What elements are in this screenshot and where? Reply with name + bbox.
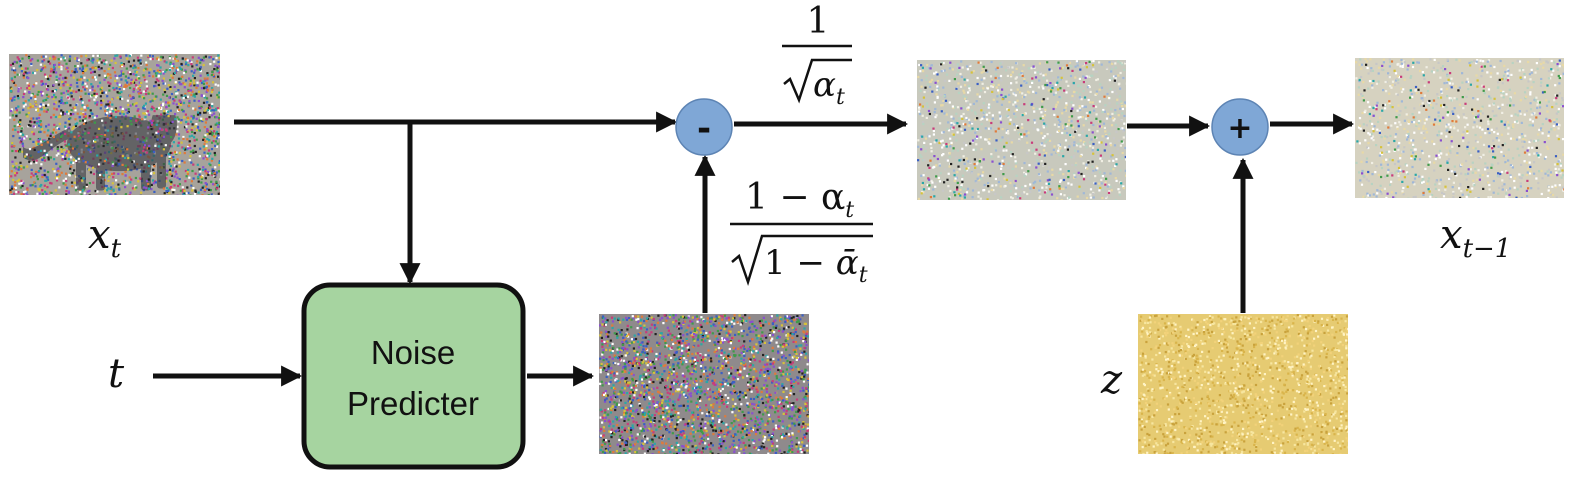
- label-x-t-minus-1: xt−1: [1440, 212, 1511, 264]
- formula-scale-alpha: αt: [813, 65, 845, 110]
- random-noise-z-image: [1138, 314, 1348, 454]
- noisy-input-image: [9, 54, 220, 195]
- plus-operator: +: [1211, 98, 1269, 156]
- formula-noise-coefficient: 1 − αt 1 − ᾱt: [730, 177, 873, 288]
- formula-scale-factor: 1 αt: [782, 1, 852, 110]
- label-x-t: xt: [88, 212, 122, 264]
- noise-predicter-label-line1: Noise: [371, 334, 455, 371]
- predicted-noise-image: [599, 314, 809, 454]
- noise-predicter-box: Noise Predicter: [301, 282, 526, 470]
- plus-symbol: +: [1227, 111, 1252, 146]
- connections: [153, 111, 1355, 387]
- label-z: z: [1100, 357, 1123, 403]
- label-t: t: [108, 351, 125, 397]
- minus-symbol: -: [697, 109, 711, 149]
- noise-predicter-label-line2: Predicter: [347, 385, 479, 422]
- minus-operator: -: [675, 98, 733, 156]
- denoised-mean-image: [917, 60, 1126, 200]
- formula-coef-numerator: 1 − αt: [745, 177, 854, 223]
- formula-coef-denominator: 1 − ᾱt: [764, 243, 868, 288]
- output-image: [1355, 58, 1564, 198]
- formula-scale-numerator: 1: [807, 1, 830, 42]
